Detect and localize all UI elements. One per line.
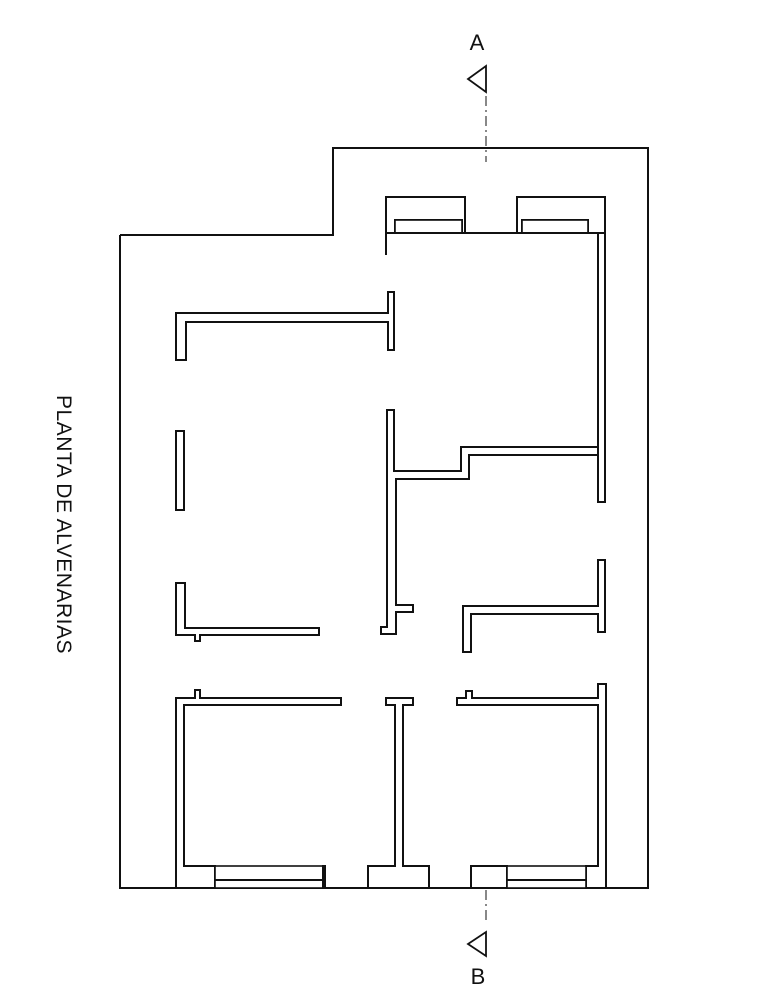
bottom-left-window: [214, 865, 324, 889]
right-middle-wall: [462, 559, 606, 653]
left-l-wall: [175, 582, 320, 642]
bottom-right-jamb: [470, 865, 508, 889]
top-left-window: [394, 219, 463, 234]
section-line-a-b: A B: [466, 30, 487, 989]
section-arrow-top-icon: [466, 64, 487, 94]
upper-partition-wall: [175, 291, 395, 361]
right-wall-upper: [597, 232, 606, 503]
bottom-left-window-jamb: [322, 865, 326, 889]
bottom-windows: [214, 865, 587, 889]
bottom-right-room-wall: [456, 683, 607, 889]
top-right-window: [521, 219, 589, 234]
section-label-top: A: [470, 30, 485, 55]
top-windows: [385, 196, 606, 255]
plan-title: PLANTA DE ALVENARIAS: [52, 395, 75, 654]
bottom-left-room-wall: [175, 689, 342, 889]
bottom-right-window: [506, 865, 587, 889]
section-arrow-bottom-icon: [466, 930, 487, 958]
central-stepped-wall: [380, 409, 599, 635]
building-outline: [119, 147, 649, 889]
left-wall-segment: [175, 430, 185, 511]
bottom-center-partition: [367, 697, 430, 889]
section-label-bottom: B: [471, 964, 486, 989]
